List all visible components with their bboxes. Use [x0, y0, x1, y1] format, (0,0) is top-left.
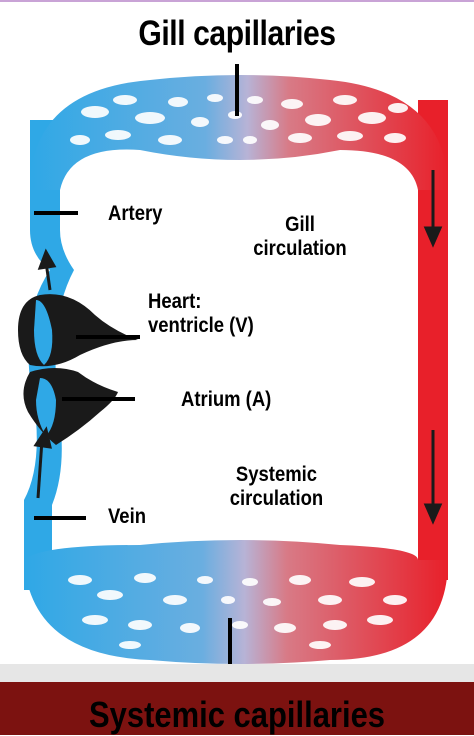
- gill-circulation-label: Gill circulation: [247, 213, 353, 261]
- gill-circulation-line2: circulation: [247, 237, 353, 261]
- systemic-circulation-line2: circulation: [222, 487, 332, 511]
- heart-label: Heart: ventricle (V): [148, 290, 254, 338]
- systemic-capillaries-title: Systemic capillaries: [33, 694, 441, 736]
- artery-label: Artery: [108, 202, 162, 226]
- heart-label-line1: Heart:: [148, 290, 254, 314]
- vein-label: Vein: [108, 505, 146, 529]
- gill-circulation-line1: Gill: [247, 213, 353, 237]
- systemic-capillary-bed: [24, 540, 448, 664]
- heart-label-line2: ventricle (V): [148, 314, 254, 338]
- systemic-circulation-line1: Systemic: [222, 463, 332, 487]
- separator-band: [0, 664, 474, 682]
- atrium-label: Atrium (A): [181, 388, 271, 412]
- systemic-circulation-label: Systemic circulation: [222, 463, 332, 511]
- gill-capillaries-title: Gill capillaries: [33, 14, 441, 54]
